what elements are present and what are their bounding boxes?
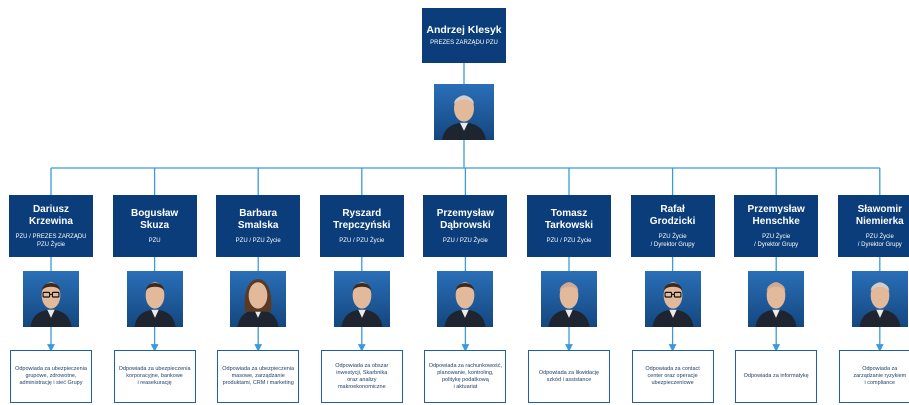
member-name: Barbara Smalska (237, 207, 279, 231)
member-name: Rafał Grodzicki (649, 203, 696, 227)
member-portrait-photo (23, 271, 79, 327)
responsibility-text: Odpowiada za ubezpieczenia masowe, zarzą… (222, 366, 295, 386)
responsibility-box: Odpowiada za contact center oraz operacj… (631, 350, 714, 403)
member-node-dariusz-krzewina: Dariusz Krzewina PZU / PREZES ZARZĄDU PZ… (9, 195, 93, 257)
responsibility-box: Odpowiada za informatykę (735, 350, 818, 403)
responsibility-text: Odpowiada za informatykę (743, 373, 809, 379)
member-role: PZU Życie / Dyrektor Grupy (857, 233, 902, 248)
responsibility-box: Odpowiada za likwidację szkód i assistan… (528, 350, 610, 403)
responsibility-text: Odpowiada za zarządzanie ryzykiem i comp… (853, 366, 907, 386)
responsibility-box: Odpowiada za ubezpieczenia grupowe, zdro… (10, 350, 92, 403)
member-name: Tomasz Tarkowski (544, 207, 594, 231)
member-role: PZU / PZU Życie (546, 237, 592, 244)
responsibility-text: Odpowiada za ubezpieczenia grupowe, zdro… (15, 366, 87, 386)
member-portrait-photo (437, 271, 494, 327)
member-role: PZU / PZU Życie (235, 237, 281, 244)
member-node-rafal-grodzicki: Rafał Grodzicki PZU Życie / Dyrektor Gru… (630, 195, 715, 257)
responsibility-box: Odpowiada za zarządzanie ryzykiem i comp… (838, 350, 909, 403)
member-portrait-photo (126, 271, 183, 327)
member-node-boguslaw-skuza: Bogusław Skuza PZU (112, 195, 197, 257)
member-node-slawomir-niemierka: Sławomir Niemierka PZU Życie / Dyrektor … (837, 195, 909, 257)
responsibility-box: Odpowiada za rachunkowość, planowanie, k… (424, 350, 507, 403)
responsibility-box: Odpowiada za obszar inwestycji, Skarbnik… (320, 350, 403, 403)
member-role: PZU (148, 237, 161, 244)
member-role: PZU Życie / Dyrektor Grupy (754, 233, 799, 248)
member-node-ryszard-trepczynski: Ryszard Trepczyński PZU / PZU Życie (319, 195, 404, 257)
member-name: Dariusz Krzewina (29, 203, 73, 227)
member-role: PZU / PZU Życie (339, 237, 385, 244)
ceo-name: Andrzej Klesyk (426, 24, 502, 36)
ceo-portrait-photo (434, 84, 494, 140)
member-node-barbara-smalska: Barbara Smalska PZU / PZU Życie (216, 195, 301, 257)
member-node-przemyslaw-henschke: Przemysław Henschke PZU Życie / Dyrektor… (734, 195, 819, 257)
responsibility-text: Odpowiada za ubezpieczenia korporacyjne,… (118, 366, 191, 386)
responsibility-text: Odpowiada za rachunkowość, planowanie, k… (428, 362, 503, 390)
member-portrait-photo (748, 271, 805, 327)
member-name: Sławomir Niemierka (855, 203, 904, 227)
responsibility-box: Odpowiada za ubezpieczenia masowe, zarzą… (217, 350, 300, 403)
member-portrait-photo (333, 271, 390, 327)
ceo-role: PREZES ZARZĄDU PZU (430, 40, 498, 46)
member-portrait-photo (851, 271, 908, 327)
member-name: Przemysław Henschke (747, 203, 805, 227)
member-name: Przemysław Dąbrowski (436, 207, 495, 231)
responsibility-text: Odpowiada za likwidację szkód i assistan… (538, 369, 600, 383)
member-role: PZU / PREZES ZARZĄDU PZU Życie (15, 233, 87, 248)
responsibility-text: Odpowiada za obszar inwestycji, Skarbnik… (335, 362, 389, 390)
member-role: PZU / PZU Życie (442, 237, 488, 244)
ceo-node: Andrzej Klesyk PREZES ZARZĄDU PZU (422, 8, 506, 63)
member-node-tomasz-tarkowski: Tomasz Tarkowski PZU / PZU Życie (527, 195, 611, 257)
member-portrait-photo (644, 271, 701, 327)
responsibility-box: Odpowiada za ubezpieczenia korporacyjne,… (113, 350, 196, 403)
member-node-przemyslaw-dabrowski: Przemysław Dąbrowski PZU / PZU Życie (423, 195, 508, 257)
member-portrait-photo (230, 271, 287, 327)
member-portrait-photo (541, 271, 597, 327)
member-name: Bogusław Skuza (130, 207, 179, 231)
member-name: Ryszard Trepczyński (333, 207, 391, 231)
connector-lines (47, 63, 884, 352)
member-role: PZU Życie / Dyrektor Grupy (650, 233, 695, 248)
responsibility-text: Odpowiada za contact center oraz operacj… (645, 366, 700, 386)
